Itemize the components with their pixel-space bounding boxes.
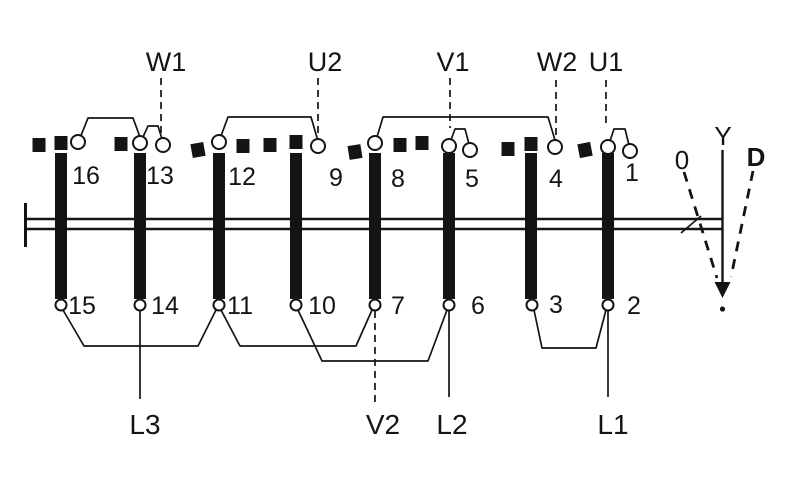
terminal-circle-6 (442, 298, 456, 312)
terminal-circle-14 (133, 298, 147, 312)
terminal-circle-3 (525, 298, 539, 312)
terminal-circle-15 (54, 298, 68, 312)
terminal-label-3: 3 (549, 291, 563, 319)
contact-bars (54, 135, 614, 299)
arrow-down-icon (714, 282, 731, 298)
terminal-circle-16 (70, 134, 86, 150)
lead-label-l1: L1 (597, 409, 628, 440)
jumper-11-7 (220, 309, 373, 347)
contact-bar-7 (525, 153, 537, 299)
contact-bar-4 (290, 153, 302, 299)
phase-label-w2: W2 (537, 47, 578, 77)
selector-line-delta-dashed (729, 170, 755, 278)
bar-top-contact-7 (524, 137, 538, 151)
contact-bar-2 (134, 153, 146, 299)
fixed-contact-studs (32, 136, 593, 160)
terminal-circle-12 (211, 134, 227, 150)
terminal-circle-10 (289, 298, 303, 312)
selector-position-labels: 0 Y D (675, 121, 766, 175)
terminal-circle-11 (212, 298, 226, 312)
contact-bar-5 (369, 153, 381, 299)
bottom-terminal-circles (54, 298, 615, 312)
contact-stud-7 (393, 138, 407, 152)
selector-indicator (682, 150, 755, 312)
phase-label-texts: W1 U2 V1 W2 U1 (146, 47, 624, 77)
position-label-off: 0 (675, 145, 689, 175)
jumper-13-13 (142, 125, 163, 140)
lead-label-l2: L2 (436, 409, 467, 440)
phase-pointers (160, 78, 607, 138)
terminal-label-8: 8 (391, 165, 405, 193)
jumper-12-9 (220, 116, 319, 142)
contact-stud-4 (236, 139, 250, 153)
bottom-jumpers (62, 309, 609, 402)
contact-stud-6 (347, 144, 363, 160)
terminal-circle-9 (310, 138, 326, 154)
terminal-label-1: 1 (625, 159, 639, 187)
selector-line-off-dashed (682, 171, 719, 279)
jumper-5-5 (450, 128, 470, 145)
lead-label-l3: L3 (129, 409, 160, 440)
contact-bar-8 (602, 153, 614, 299)
phase-label-v1: V1 (436, 47, 469, 77)
contact-stud-2 (114, 137, 128, 151)
bottom-terminal-numbers: 15 14 11 10 7 6 3 2 (68, 291, 641, 320)
terminal-label-14: 14 (151, 292, 179, 320)
jumper-3-2 (533, 309, 607, 349)
contact-stud-5 (263, 138, 277, 152)
contact-bar-6 (443, 153, 455, 299)
contact-stud-8 (415, 136, 429, 150)
terminal-label-11: 11 (227, 292, 253, 320)
lead-label-v2: V2 (366, 409, 400, 440)
terminal-circle-2 (601, 298, 615, 312)
terminal-circle-8 (367, 135, 383, 151)
contact-bar-1 (55, 153, 67, 299)
terminal-label-7: 7 (391, 292, 405, 320)
shaft-end-tick (680, 215, 702, 234)
terminal-circle-5a (441, 138, 457, 154)
contact-stud-10 (577, 141, 593, 159)
top-jumpers (79, 116, 630, 146)
phase-label-u2: U2 (308, 47, 343, 77)
jumper-16-13 (79, 117, 141, 139)
top-terminal-circles (70, 134, 638, 159)
contact-bar-3 (213, 153, 225, 299)
terminal-label-12: 12 (228, 163, 256, 191)
terminal-circle-7 (368, 298, 382, 312)
position-label-star: Y (714, 121, 731, 151)
contact-stud-9 (501, 142, 515, 156)
selector-dot (719, 306, 726, 312)
terminal-label-16: 16 (72, 162, 100, 190)
terminal-circle-13b (155, 137, 171, 153)
terminal-label-4: 4 (549, 165, 563, 193)
top-terminal-numbers: 16 13 12 9 8 5 4 1 (72, 159, 639, 193)
terminal-label-15: 15 (68, 292, 96, 320)
jumper-15-11 (62, 309, 217, 347)
bar-top-contact-4 (289, 135, 303, 149)
jumper-1-1 (609, 128, 630, 146)
terminal-label-2: 2 (627, 292, 641, 320)
terminal-circle-1b (622, 143, 638, 159)
bar-top-contact-1 (54, 136, 68, 150)
terminal-circle-5b (462, 142, 478, 158)
terminal-label-6: 6 (471, 292, 485, 320)
position-label-delta: D (747, 142, 766, 172)
phase-label-w1: W1 (146, 47, 187, 77)
terminal-label-9: 9 (329, 164, 343, 192)
jumper-8-4 (376, 116, 556, 141)
contact-stud-1 (32, 138, 46, 152)
terminal-circle-1a (600, 139, 616, 155)
terminal-label-5: 5 (465, 165, 479, 193)
phase-label-u1: U1 (589, 47, 624, 77)
contact-stud-3 (190, 141, 206, 159)
terminal-label-13: 13 (146, 162, 174, 190)
terminal-circle-4 (547, 139, 563, 155)
terminal-circle-13a (132, 135, 148, 151)
line-lead-labels: L3 V2 L2 L1 (129, 409, 628, 440)
terminal-label-10: 10 (308, 292, 336, 320)
